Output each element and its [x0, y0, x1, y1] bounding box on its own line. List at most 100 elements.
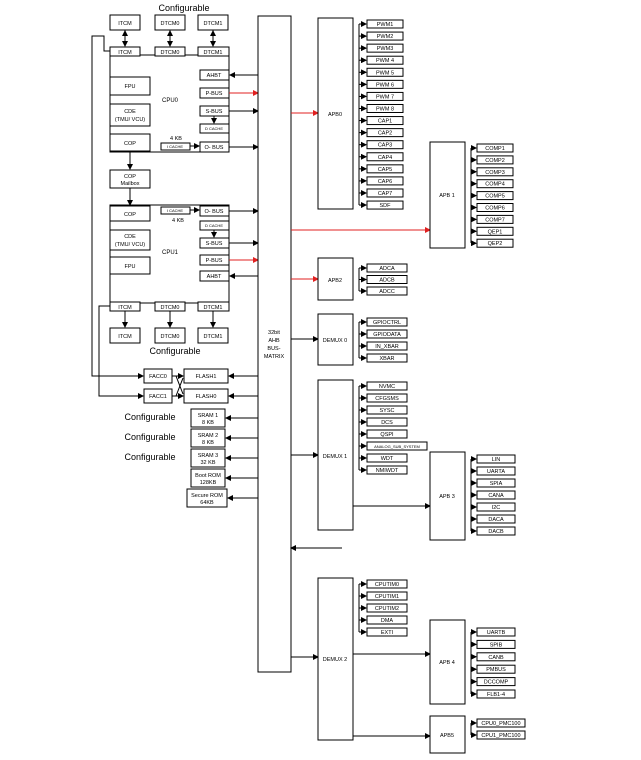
apb0-item-label: PWM2: [377, 34, 394, 40]
apb0-item-box: [366, 31, 404, 41]
apb0-item-box: [366, 128, 404, 138]
cpu0-dcache-label: D CACHE: [205, 126, 223, 131]
apb1-item-label: COMP6: [485, 206, 505, 212]
cpu0-obus-label: O- BUS: [205, 145, 224, 151]
apb5-item-box: [476, 718, 526, 728]
apb3-item-box: [476, 490, 516, 500]
matrix-label-2: AHB: [268, 338, 280, 344]
demux0-item-label: GPIOCTRL: [373, 320, 401, 326]
bottom-dtcm0-box: [154, 327, 186, 344]
cop-mailbox-label: COP: [124, 174, 136, 180]
apb2-label: APB2: [328, 278, 342, 284]
configurable-label-sram1: Configurable: [124, 412, 175, 422]
apb4-label: APB 4: [439, 660, 455, 666]
demux0-item-label: GPIODATA: [373, 332, 401, 338]
sram2-size: 8 KB: [202, 440, 214, 446]
apb0-item-label: CAP5: [378, 167, 392, 173]
cpu1-icache-label: I CACHE: [167, 208, 184, 213]
demux0-item-box: [366, 317, 408, 327]
demux0-bridge: [317, 313, 354, 366]
apb0-bridge: [317, 17, 354, 210]
apb0-item-label: CAP2: [378, 131, 392, 137]
apb1-item-label: COMP3: [485, 170, 505, 176]
demux1-item-box: [366, 429, 408, 439]
apb1-item-box: [476, 226, 514, 236]
apb4-item-box: [476, 677, 516, 687]
apb0-item-label: CAP4: [378, 155, 392, 161]
apb0-item-box: [366, 200, 404, 210]
apb4-item-label: UARTB: [487, 630, 506, 636]
cpu0-dcache-box: [199, 123, 230, 134]
demux0-item-label: XBAR: [380, 356, 395, 362]
bottom-dtcm1-label: DTCM1: [204, 334, 223, 340]
demux1-item-box: [366, 405, 408, 415]
apb3-item-label: UARTA: [487, 469, 505, 475]
apb2-bridge: [317, 257, 354, 301]
demux0-item-box: [366, 341, 408, 351]
apb1-item-label: COMP2: [485, 158, 505, 164]
demux1-bridge: [317, 379, 354, 531]
cpu1-obus-label: O- BUS: [205, 209, 224, 215]
cpu0-cop-box: [109, 133, 151, 152]
apb2-item-label: ADCC: [379, 289, 395, 295]
cpu0-cache-size: 4 KB: [170, 136, 182, 142]
apb3-item-box: [476, 478, 516, 488]
apb0-item-label: PWM 8: [376, 106, 394, 112]
configurable-label-sram2: Configurable: [124, 432, 175, 442]
apb1-bridge: [429, 141, 466, 249]
demux0-label: DEMUX 0: [323, 338, 347, 344]
matrix-label-3: BUS-: [267, 346, 280, 352]
bottom-itcm-box: [109, 327, 141, 344]
cpu0-cop-label: COP: [124, 141, 136, 147]
apb0-item-label: CAP6: [378, 179, 392, 185]
demux0-item-label: IN_XBAR: [375, 344, 399, 350]
demux1-label: DEMUX 1: [323, 454, 347, 460]
apb1-item-label: QEP1: [488, 229, 503, 235]
demux2-item-label: CPUTIM0: [375, 582, 399, 588]
demux0-item-box: [366, 329, 408, 339]
apb1-item-box: [476, 203, 514, 212]
cpu1-ahbt-label: AHBT: [207, 274, 222, 280]
apb0-item-label: SDF: [380, 203, 392, 209]
apb0-item-box: [366, 79, 404, 89]
cpu0-icache-label: I CACHE: [167, 144, 184, 149]
demux1-item-label: QSPI: [380, 432, 394, 438]
apb1-item-box: [476, 214, 514, 224]
cpu0-fpu-label: FPU: [125, 84, 136, 90]
apb1-item-box: [476, 191, 514, 201]
apb1-label: APB 1: [439, 193, 455, 199]
top-dtcm0-label: DTCM0: [161, 21, 180, 27]
demux2-item-label: EXTI: [381, 630, 394, 636]
apb1-item-label: COMP5: [485, 194, 505, 200]
apb3-item-box: [476, 502, 516, 512]
apb0-item-label: PWM 4: [376, 58, 394, 64]
demux2-item-label: CPUTIM2: [375, 606, 399, 612]
flash0-label: FLASH0: [196, 394, 217, 400]
secrom-size: 64KB: [200, 500, 214, 506]
demux2-item-box: [366, 591, 408, 601]
bottom-dtcm0-label: DTCM0: [161, 334, 180, 340]
cpu0-cde-label: CDE: [124, 109, 136, 115]
apb2-item-box: [366, 263, 408, 273]
apb0-item-label: CAP1: [378, 119, 392, 125]
cpu1-dtcm1-label: DTCM1: [204, 305, 223, 311]
facc1-label: FACC1: [149, 394, 167, 400]
bootrom-size: 128KB: [200, 480, 217, 486]
apb4-item-label: DCCOMP: [484, 680, 509, 686]
configurable-label-top: Configurable: [158, 3, 209, 13]
apb0-item-box: [366, 19, 404, 29]
apb0-item-label: CAP7: [378, 191, 392, 197]
apb3-item-label: SPIA: [490, 481, 503, 487]
apb4-item-label: PMBUS: [486, 667, 506, 673]
apb4-item-box: [476, 652, 516, 662]
cpu0-fpu-box: [109, 76, 151, 96]
cpu1-dcache-label: D CACHE: [205, 223, 223, 228]
cpu0-dtcm1-port: [197, 46, 230, 57]
cpu1-cde-box: [109, 229, 151, 251]
ahb-bus-matrix: [257, 15, 292, 673]
apb1-item-box: [476, 155, 514, 165]
